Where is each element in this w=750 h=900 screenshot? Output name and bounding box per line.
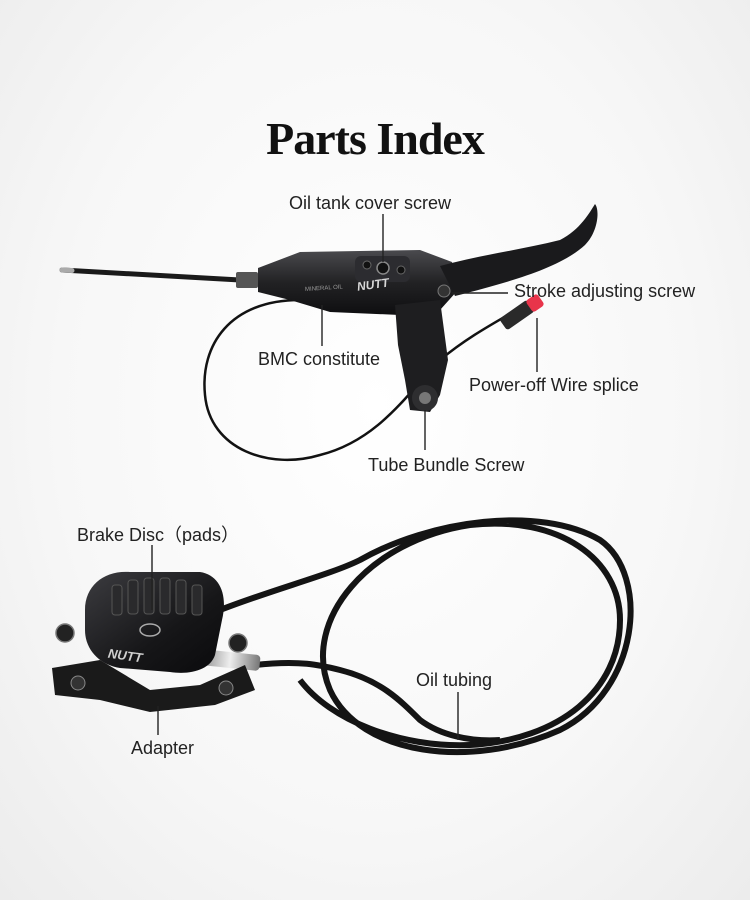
stroke-adjusting-screw [437,284,451,298]
caliper-brand-mark: NUTT [107,646,144,666]
oil-tubing [213,517,634,756]
caliper-bolt-left [55,623,75,643]
label-stroke-adjusting-screw: Stroke adjusting screw [514,281,696,301]
caliper-bolt-right [228,633,248,653]
wire-connector [500,294,544,330]
label-oil-tubing: Oil tubing [416,670,493,690]
label-power-off-wire-splice: Power-off Wire splice [469,375,639,395]
caliper-assembly: NUTT [52,517,634,756]
label-tube-bundle-screw: Tube Bundle Screw [368,455,525,475]
connector-tip [526,294,544,312]
cable-ferrule [236,272,258,288]
label-oil-tank-cover-screw: Oil tank cover screw [289,193,452,213]
mineral-oil-marking: MINERAL OIL [305,284,344,293]
label-bmc-constitute: BMC constitute [258,349,381,369]
brake-lever-assembly: NUTT MINERAL OIL [59,204,598,462]
adapter-bracket [52,660,255,712]
label-adapter: Adapter [131,738,195,758]
bar-clamp [395,300,448,412]
leader-lines [151,214,538,740]
power-off-wire [203,298,526,462]
oil-tank-cover-screw [376,261,390,275]
lever-blade [440,204,598,296]
page-title: Parts Index [266,113,485,164]
brake-disc-pads [111,577,203,616]
label-brake-disc-pads: Brake Disc（pads） [77,525,240,545]
lever-brand-mark: NUTT [356,275,391,294]
lever-cable [59,267,243,283]
